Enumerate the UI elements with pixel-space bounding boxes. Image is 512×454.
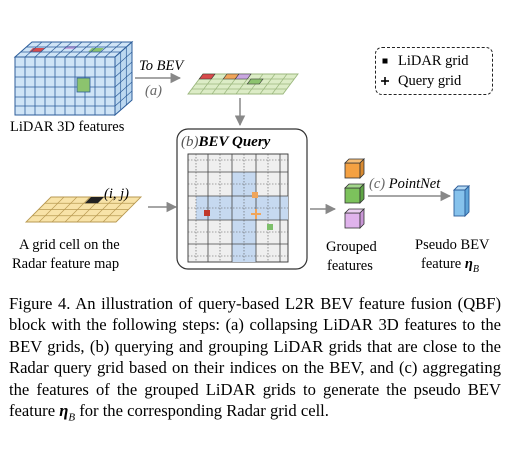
lidar-grid-point-green <box>267 224 273 230</box>
pseudo-label-prefix: feature <box>421 256 465 272</box>
lidar-cube-top-face <box>13 41 134 58</box>
lidar-highlight-cell <box>76 77 91 93</box>
caption-text-lead: An illustration of query-based L2R BEV f… <box>9 294 501 421</box>
lidar-cube-side-face <box>114 40 133 117</box>
caption-eta-subscript: B <box>68 411 76 424</box>
legend-query-grid-label: Query grid <box>398 73 462 89</box>
legend-query-grid-marker <box>381 77 389 85</box>
bev-query-title-text: BEV Query <box>198 134 271 150</box>
grouped-cube-green <box>344 183 365 204</box>
bev-query-title: (b)BEV Query <box>181 133 270 151</box>
lidar-grid-point-red <box>204 210 210 216</box>
grouped-cube-orange <box>344 158 365 179</box>
lidar-cube-front-face <box>14 56 116 116</box>
pseudo-eta-subscript: B <box>472 263 479 275</box>
bev-plane <box>187 73 299 95</box>
radar-cell-label-line2: Radar feature map <box>12 256 120 272</box>
radar-cell-label-line1: A grid cell on the <box>19 237 120 253</box>
pseudo-bev-feature-bar <box>452 184 471 218</box>
legend-box <box>375 47 493 95</box>
figure-caption: Figure 4. An illustration of query-based… <box>9 293 501 429</box>
grouped-features <box>344 158 365 229</box>
caption-text-tail: for the corresponding Radar grid cell. <box>75 401 329 421</box>
legend-lidar-grid-label: LiDAR grid <box>398 53 469 69</box>
query-grid-point <box>251 209 261 219</box>
to-bev-label: To BEV <box>139 58 184 74</box>
legend-lidar-grid-marker <box>382 58 388 64</box>
lidar-grid-point-orange <box>252 192 258 198</box>
pseudo-label-line1: Pseudo BEV <box>415 237 490 253</box>
pseudo-eta-symbol: η <box>464 256 473 272</box>
diagram-canvas <box>13 40 471 270</box>
pseudo-label-line2: feature ηB <box>421 255 479 279</box>
step-a-label: (a) <box>145 83 162 99</box>
bev-query-panel <box>176 128 308 270</box>
lidar-features-label: LiDAR 3D features <box>10 119 125 135</box>
caption-figure-label: Figure 4. <box>9 294 71 313</box>
pointnet-label: (c) PointNet <box>369 175 440 193</box>
bev-grid-lines <box>188 154 288 262</box>
radar-query-cell <box>84 197 104 204</box>
pointnet-step: (c) <box>369 176 386 192</box>
bev-query-step: (b) <box>181 134 199 150</box>
pointnet-text: PointNet <box>388 176 441 192</box>
grouped-label-line2: features <box>327 258 373 274</box>
radar-cell-coord: (i, j) <box>104 186 129 202</box>
figure-diagram: LiDAR grid Query grid To BEV (a) LiDAR 3… <box>10 40 493 279</box>
caption-eta-symbol: η <box>59 401 69 421</box>
radar-feature-map <box>24 196 143 223</box>
grouped-label-line1: Grouped <box>326 239 377 255</box>
grouped-cube-purple <box>344 208 365 229</box>
lidar-3d-feature-cube <box>13 40 134 117</box>
